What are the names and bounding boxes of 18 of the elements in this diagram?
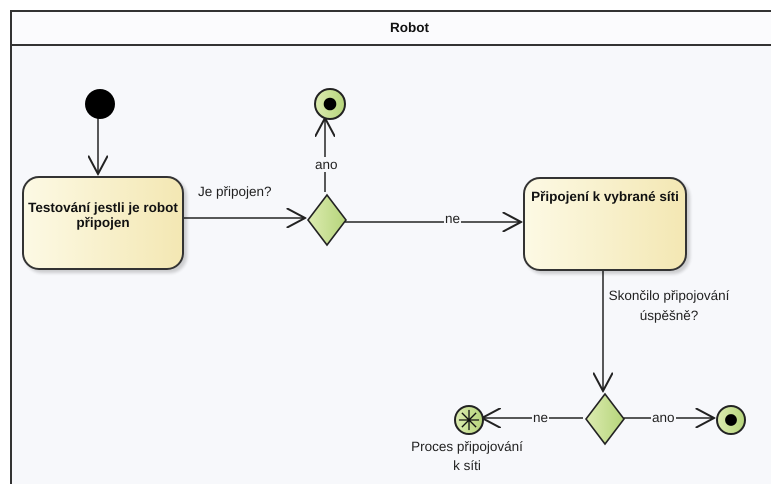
decision-diamond — [585, 393, 625, 445]
flow-final-node — [454, 405, 484, 435]
partition-title: Robot — [390, 20, 429, 35]
control-flow-arrow — [592, 269, 614, 392]
control-flow-arrow — [345, 211, 522, 233]
edge-label: Je připojen? — [197, 184, 273, 199]
edge-label: Skončilo připojování úspěšně? — [608, 287, 730, 325]
initial-node — [84, 88, 116, 120]
decision-diamond — [307, 194, 347, 246]
action-box: Testování jestli je robot připojen — [22, 176, 184, 270]
final-node — [716, 405, 746, 435]
control-flow-arrow — [182, 207, 306, 229]
swimlane-partition — [10, 10, 771, 484]
node-caption: Proces připojování k síti — [410, 438, 524, 475]
action-box: Připojení k vybrané síti — [523, 177, 687, 271]
final-node — [314, 88, 346, 120]
control-flow-arrow — [87, 118, 109, 175]
edge-label: ano — [314, 157, 339, 172]
